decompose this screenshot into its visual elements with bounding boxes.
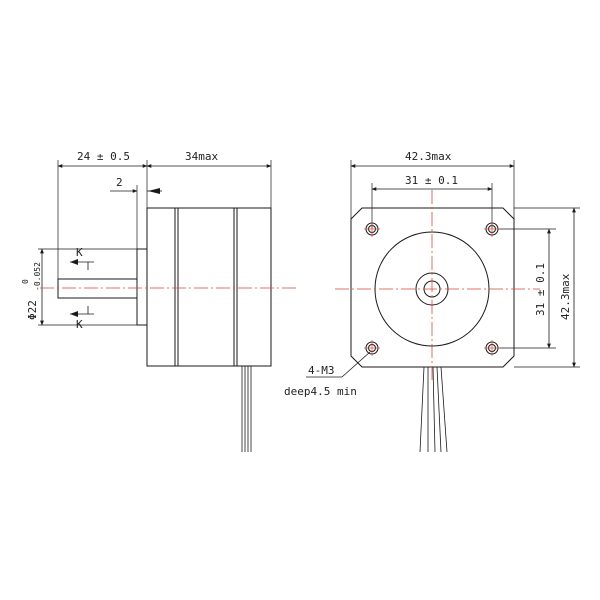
shaft-dia-callout: Φ22 0 -0.052: [21, 262, 42, 320]
flange-outline: [350, 207, 515, 368]
dim-body-label: 34max: [185, 150, 218, 163]
section-marker-bottom-label: K: [76, 318, 83, 331]
pilot-boss: [136, 248, 148, 326]
dim-hole-spacing-h-label: 31 ± 0.1: [405, 174, 458, 187]
section-marker-top-label: K: [76, 246, 83, 259]
dim-width-label: 42.3max: [405, 150, 452, 163]
shaft-dia-lower-tol: -0.052: [33, 262, 42, 291]
shaft: [57, 278, 138, 299]
dim-total-label: 24 ± 0.5: [77, 150, 130, 163]
shaft-dia-label: Φ22: [26, 300, 39, 320]
hole-centermarks: [364, 221, 500, 356]
dim-height-label: 42.3max: [559, 273, 572, 320]
lead-wires: [241, 366, 252, 452]
dim-boss-label: 2: [116, 176, 123, 189]
front-lead-wires: [419, 366, 448, 453]
section-marker-top: [70, 259, 94, 270]
hole-callout-line1: 4-M3: [308, 364, 335, 377]
motor-body: [146, 207, 272, 367]
hole-callout-leader: [341, 351, 371, 378]
shaft-dia-upper-tol: 0: [21, 279, 30, 284]
section-marker-bottom: [70, 306, 94, 317]
side-view: [38, 160, 272, 452]
dim-hole-spacing-v-label: 31 ± 0.1: [534, 263, 547, 316]
hole-callout-line2: deep4.5 min: [284, 385, 357, 398]
